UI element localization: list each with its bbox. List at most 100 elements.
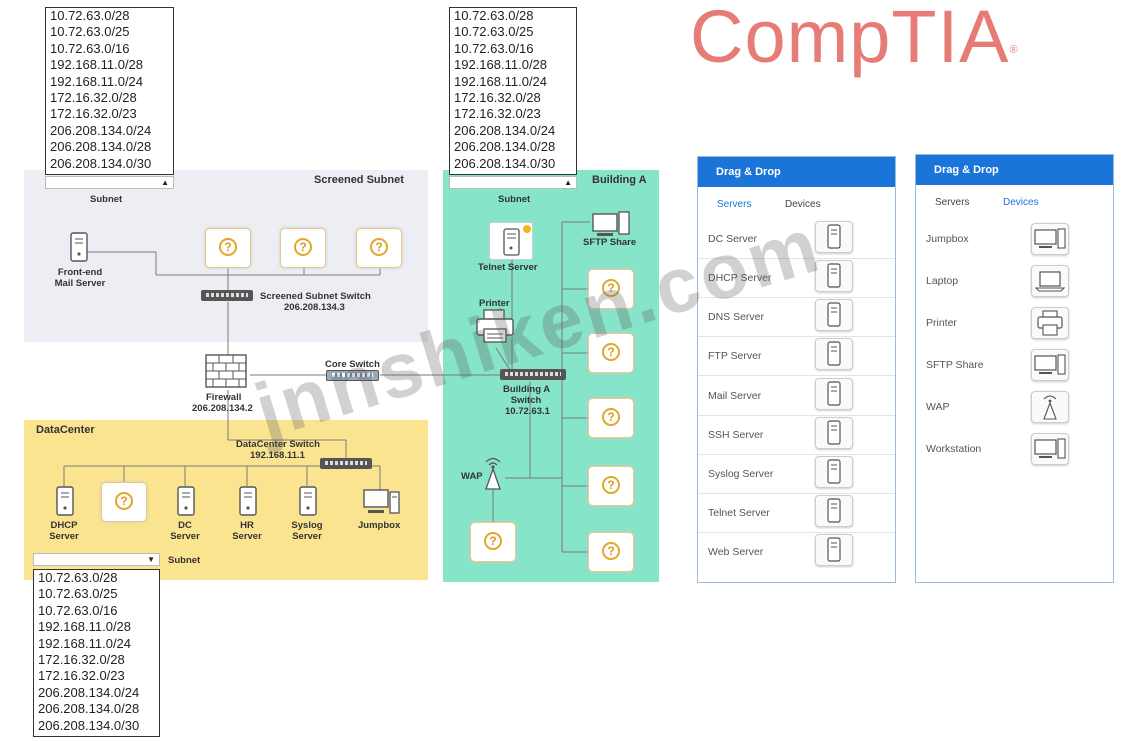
building-switch-line1: Building A (503, 384, 551, 395)
screened-switch-label: Screened Subnet Switch (260, 291, 371, 302)
device-item-laptop[interactable] (1031, 265, 1069, 297)
telnet-server-tile (489, 222, 533, 260)
drop-target-building-3[interactable]: ? (588, 398, 634, 438)
subnet-option[interactable]: 206.208.134.0/30 (38, 717, 140, 733)
device-item-workstation[interactable] (1031, 433, 1069, 465)
subnet-option[interactable]: 192.168.11.0/24 (454, 73, 548, 89)
server-item-dns[interactable] (815, 299, 853, 331)
subnet-option[interactable]: 192.168.11.0/28 (454, 57, 548, 73)
server-item-web[interactable] (815, 534, 853, 566)
subnet-option[interactable]: 192.168.11.0/24 (50, 73, 144, 89)
drop-target-building-2[interactable]: ? (588, 333, 634, 373)
server-item-syslog[interactable] (815, 456, 853, 488)
telnet-server-label: Telnet Server (478, 262, 538, 273)
subnet-option[interactable]: 172.16.32.0/28 (38, 652, 125, 668)
divider (698, 493, 895, 494)
subnet-option[interactable]: 10.72.63.0/25 (454, 24, 534, 40)
device-item-sftp-share[interactable] (1031, 349, 1069, 381)
core-switch-icon (326, 370, 379, 381)
question-icon: ? (370, 238, 388, 256)
core-switch-label: Core Switch (325, 359, 380, 370)
subnet-option[interactable]: 192.168.11.0/28 (50, 57, 144, 73)
subnet-option[interactable]: 10.72.63.0/25 (38, 586, 118, 602)
device-item-label: Printer (926, 317, 957, 329)
question-icon: ? (602, 408, 620, 426)
subnet-options-building[interactable]: 10.72.63.0/28 10.72.63.0/25 10.72.63.0/1… (449, 7, 577, 175)
logo-text: CompTIA (690, 0, 1010, 78)
subnet-options-screened[interactable]: 10.72.63.0/28 10.72.63.0/25 10.72.63.0/1… (45, 7, 174, 175)
subnet-option[interactable]: 10.72.63.0/16 (454, 40, 534, 56)
firewall-ip: 206.208.134.2 (192, 403, 253, 414)
subnet-option[interactable]: 10.72.63.0/28 (454, 8, 534, 23)
server-item-dhcp[interactable] (815, 260, 853, 292)
subnet-label-datacenter: Subnet (168, 555, 201, 566)
server-item-telnet[interactable] (815, 495, 853, 527)
question-icon: ? (294, 238, 312, 256)
subnet-option[interactable]: 206.208.134.0/28 (454, 139, 556, 155)
tab-servers[interactable]: Servers (935, 197, 970, 208)
server-item-mail[interactable] (815, 378, 853, 410)
dhcp-line2: Server (49, 531, 79, 542)
printer-label: Printer (479, 298, 510, 309)
front-end-mail-server-label: Front-end Mail Server (50, 267, 110, 289)
divider (698, 336, 895, 337)
switch-icon (201, 290, 253, 301)
subnet-select-datacenter[interactable]: ▼ (33, 553, 160, 566)
drop-target-screened-3[interactable]: ? (356, 228, 402, 268)
drop-target-screened-1[interactable]: ? (205, 228, 251, 268)
subnet-option[interactable]: 10.72.63.0/16 (50, 40, 130, 56)
subnet-option[interactable]: 10.72.63.0/28 (50, 8, 130, 23)
subnet-options-datacenter[interactable]: 10.72.63.0/28 10.72.63.0/25 10.72.63.0/1… (33, 569, 160, 737)
subnet-option[interactable]: 206.208.134.0/30 (454, 155, 556, 171)
question-icon: ? (602, 279, 620, 297)
server-item-ssh[interactable] (815, 417, 853, 449)
subnet-option[interactable]: 172.16.32.0/28 (454, 90, 541, 106)
subnet-option[interactable]: 206.208.134.0/28 (38, 701, 140, 717)
subnet-select-building[interactable]: ▲ (449, 176, 577, 189)
screened-subnet-title: Screened Subnet (314, 174, 404, 186)
mail-server-line2: Mail Server (54, 278, 106, 289)
device-item-printer[interactable] (1031, 307, 1069, 339)
subnet-option[interactable]: 206.208.134.0/24 (50, 122, 152, 138)
datacenter-title: DataCenter (36, 424, 95, 436)
device-item-jumpbox[interactable] (1031, 223, 1069, 255)
drop-target-screened-2[interactable]: ? (280, 228, 326, 268)
devices-panel-title: Drag & Drop (916, 155, 1113, 185)
device-item-wap[interactable] (1031, 391, 1069, 423)
server-item-label: Syslog Server (708, 468, 774, 480)
subnet-option[interactable]: 172.16.32.0/23 (454, 106, 541, 122)
server-icon (238, 486, 258, 516)
subnet-option[interactable]: 10.72.63.0/16 (38, 602, 118, 618)
question-icon: ? (484, 532, 502, 550)
subnet-select-screened[interactable]: ▲ (45, 176, 174, 189)
subnet-option[interactable]: 10.72.63.0/25 (50, 24, 130, 40)
building-switch-icon (500, 369, 566, 380)
drop-target-building-5[interactable]: ? (588, 532, 634, 572)
mail-server-line1: Front-end (57, 267, 103, 278)
subnet-option[interactable]: 10.72.63.0/28 (38, 570, 118, 585)
subnet-option[interactable]: 192.168.11.0/28 (38, 619, 132, 635)
drop-target-building-6[interactable]: ? (470, 522, 516, 562)
drop-target-building-1[interactable]: ? (588, 269, 634, 309)
tab-servers[interactable]: Servers (717, 199, 752, 210)
divider (698, 532, 895, 533)
subnet-option[interactable]: 172.16.32.0/23 (38, 668, 125, 684)
drop-target-building-4[interactable]: ? (588, 466, 634, 506)
device-item-label: Jumpbox (926, 233, 969, 245)
tab-devices[interactable]: Devices (1003, 197, 1039, 208)
subnet-option[interactable]: 192.168.11.0/24 (38, 635, 132, 651)
server-item-dc[interactable] (815, 221, 853, 253)
comptia-logo: CompTIA® (690, 0, 1018, 78)
drop-target-datacenter[interactable]: ? (101, 482, 147, 522)
subnet-option[interactable]: 172.16.32.0/28 (50, 90, 137, 106)
tab-devices[interactable]: Devices (785, 199, 821, 210)
subnet-option[interactable]: 206.208.134.0/28 (50, 139, 152, 155)
subnet-option[interactable]: 206.208.134.0/30 (50, 155, 152, 171)
subnet-option[interactable]: 206.208.134.0/24 (454, 122, 556, 138)
device-item-label: SFTP Share (926, 359, 984, 371)
subnet-option[interactable]: 206.208.134.0/24 (38, 684, 140, 700)
subnet-option[interactable]: 172.16.32.0/23 (50, 106, 137, 122)
server-item-ftp[interactable] (815, 338, 853, 370)
